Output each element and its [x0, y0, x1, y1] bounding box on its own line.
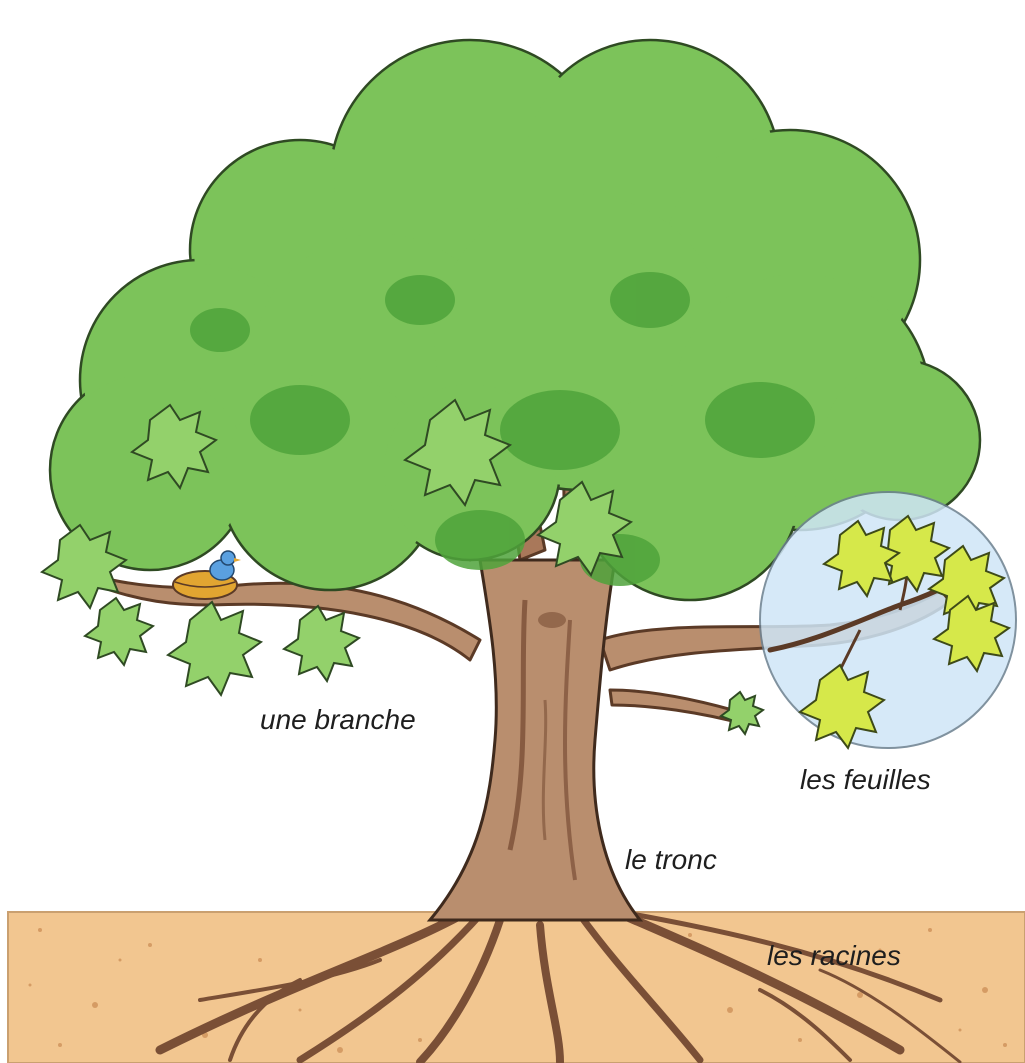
soil-layer: [8, 912, 1025, 1063]
label-roots: les racines: [767, 942, 901, 970]
label-trunk: le tronc: [625, 846, 717, 874]
label-branch: une branche: [260, 706, 416, 734]
soil-ground: [8, 912, 1025, 1063]
bird-icon: [210, 551, 241, 580]
label-leaves: les feuilles: [800, 766, 931, 794]
leaves-highlight-circle: [760, 492, 1016, 748]
trunk: [430, 560, 640, 920]
